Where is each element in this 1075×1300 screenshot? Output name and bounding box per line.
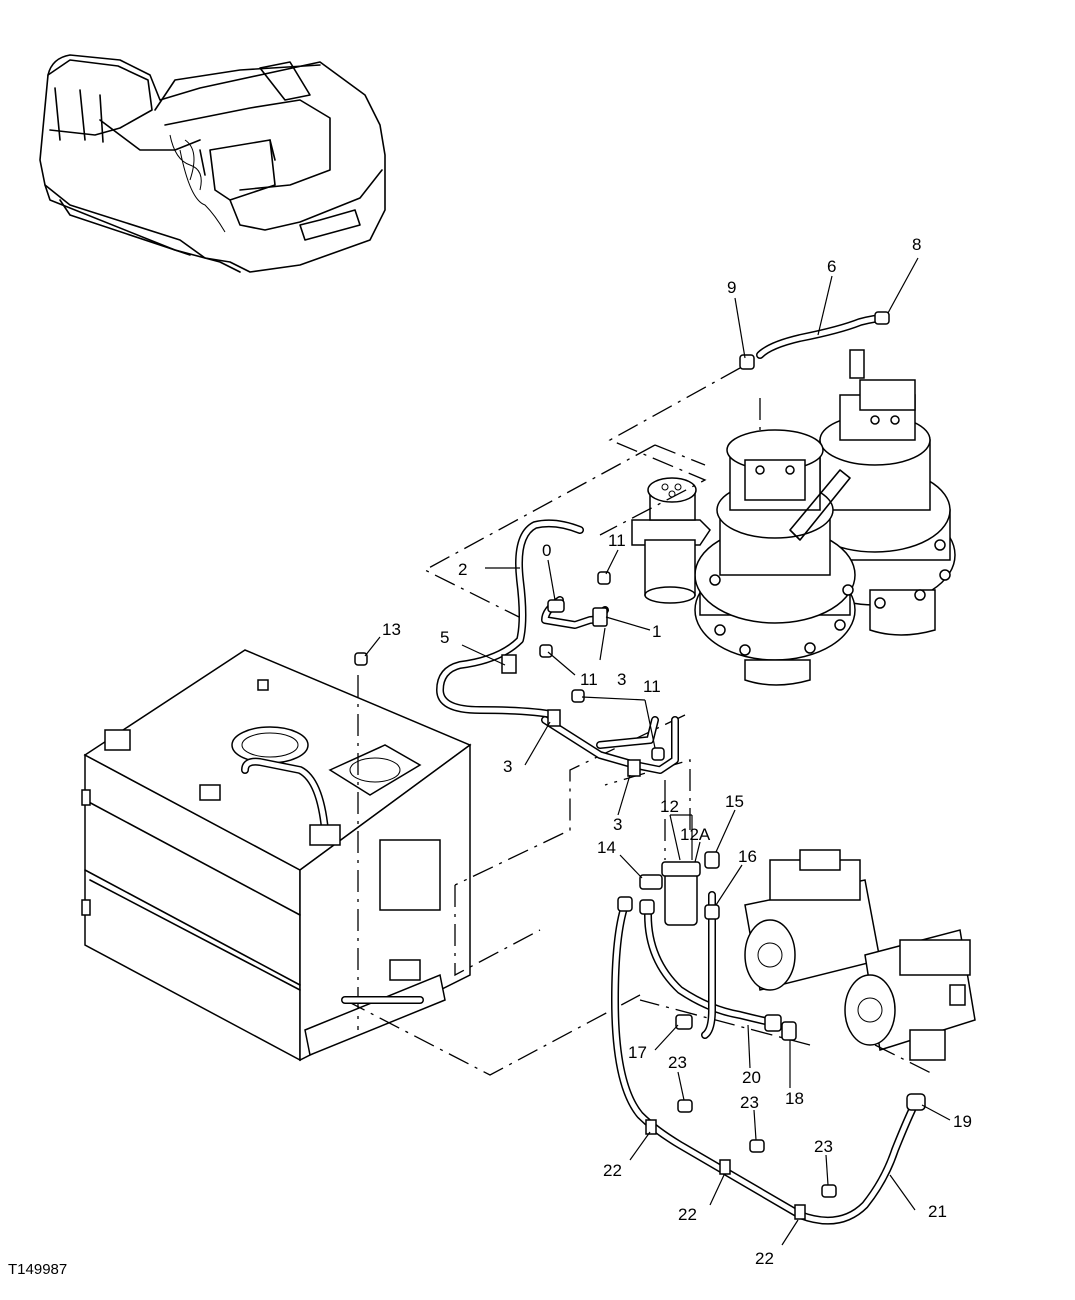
callout-17: 17	[628, 1043, 647, 1062]
callout-19: 19	[953, 1112, 972, 1131]
callout-11: 11	[608, 531, 626, 550]
callout-labels: 0 1 2 3 3 3 5 6 8 9 11 11 11 12 12A 13 1…	[382, 235, 972, 1268]
callout-2: 2	[458, 560, 467, 579]
callout-11: 11	[580, 670, 598, 689]
callout-8: 8	[912, 235, 921, 254]
callout-14: 14	[597, 838, 616, 857]
callout-22: 22	[678, 1205, 697, 1224]
callout-23: 23	[814, 1137, 833, 1156]
connection-lines	[344, 367, 936, 1076]
center-swivel-joint	[631, 477, 711, 604]
callout-5: 5	[440, 628, 449, 647]
callout-16: 16	[738, 847, 757, 866]
callout-0: 0	[542, 541, 551, 560]
callout-23: 23	[668, 1053, 687, 1072]
callout-3: 3	[503, 757, 512, 776]
leader-lines	[364, 257, 951, 1246]
hoses	[341, 314, 916, 1225]
callout-21: 21	[928, 1202, 947, 1221]
callout-6: 6	[827, 257, 836, 276]
excavator-overview	[39, 54, 386, 273]
callout-1: 1	[652, 622, 661, 641]
callout-23: 23	[740, 1093, 759, 1112]
callout-3: 3	[617, 670, 626, 689]
callout-22: 22	[755, 1249, 774, 1268]
callout-12: 12	[660, 797, 679, 816]
callout-15: 15	[725, 792, 744, 811]
callout-11: 11	[643, 677, 661, 696]
main-pump-assembly	[744, 849, 976, 1061]
figure-id: T149987	[8, 1261, 67, 1278]
flange-bolts	[709, 415, 951, 656]
hydraulic-tank	[81, 649, 472, 1062]
callout-12A: 12A	[680, 825, 711, 844]
callout-9: 9	[727, 278, 736, 297]
callout-22: 22	[603, 1161, 622, 1180]
callout-18: 18	[785, 1089, 804, 1108]
callout-13: 13	[382, 620, 401, 639]
fittings	[354, 311, 926, 1220]
callout-3: 3	[613, 815, 622, 834]
callout-20: 20	[742, 1068, 761, 1087]
swing-motor-assembly	[694, 349, 956, 686]
